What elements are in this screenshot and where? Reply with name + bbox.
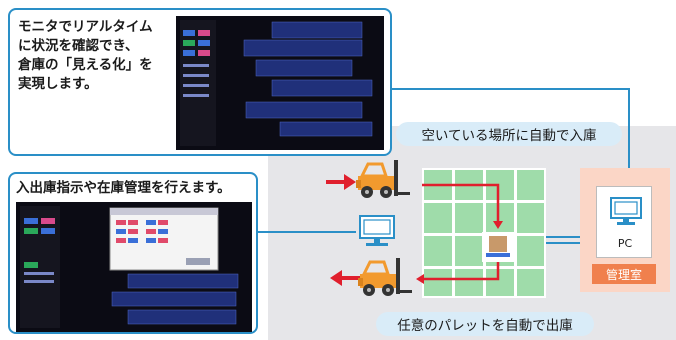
management-ui-image [20, 206, 239, 328]
rack-cell [517, 170, 544, 200]
description-line: に状況を確認でき、 [18, 38, 139, 54]
rack-cell [517, 236, 544, 266]
connector-line-top-v [628, 88, 630, 188]
forklift-icon [356, 160, 410, 198]
rack-cell [486, 269, 514, 296]
realtime-monitor-card: モニタでリアルタイム に状況を確認でき、 倉庫の「見える化」を 実現します。 [8, 8, 392, 156]
rack-cell [424, 269, 452, 296]
rack-to-room-line [546, 242, 592, 244]
management-screenshot [16, 202, 252, 332]
outbound-arrow-icon [330, 270, 360, 286]
rack-cell [455, 236, 483, 266]
forklift-icon [358, 258, 412, 296]
management-room-label: 管理室 [592, 264, 656, 284]
rack-to-room-line [546, 236, 592, 238]
pc-label: PC [617, 237, 633, 250]
arrow-icon [493, 221, 503, 229]
rack-cell [455, 269, 483, 296]
rack-cell [517, 269, 544, 296]
inbound-callout: 空いている場所に自動で入庫 [396, 122, 622, 146]
connector-line-top-h [390, 88, 630, 90]
description-line: モニタでリアルタイム [18, 19, 153, 35]
inbound-arrow-icon [326, 174, 356, 190]
rack-flow-arrows [416, 183, 503, 284]
inventory-management-card: 入出庫指示や在庫管理を行えます。 [8, 172, 258, 334]
rack-cell [486, 203, 514, 233]
realtime-monitor-description: モニタでリアルタイム に状況を確認でき、 倉庫の「見える化」を 実現します。 [18, 18, 178, 94]
description-line: 倉庫の「見える化」を [18, 57, 153, 73]
inventory-management-description: 入出庫指示や在庫管理を行えます。 [16, 180, 231, 196]
rack-cell [424, 203, 452, 233]
description-line: 実現します。 [18, 76, 98, 92]
rack-cell [424, 236, 452, 266]
connector-line-bottom-h [256, 231, 356, 233]
outbound-callout: 任意のパレットを自動で出庫 [376, 312, 594, 336]
monitor-icon [359, 215, 395, 246]
pallet-icon [482, 232, 514, 262]
monitor-icon [610, 197, 642, 225]
monitor-screenshot [176, 16, 384, 150]
rack-monitor-image [180, 20, 373, 146]
arrow-icon [416, 274, 424, 284]
rack-cell [455, 203, 483, 233]
pc-terminal: PC [596, 186, 652, 258]
storage-rack-grid [422, 168, 546, 298]
rack-cell [517, 203, 544, 233]
management-room: PC 管理室 [580, 168, 670, 292]
